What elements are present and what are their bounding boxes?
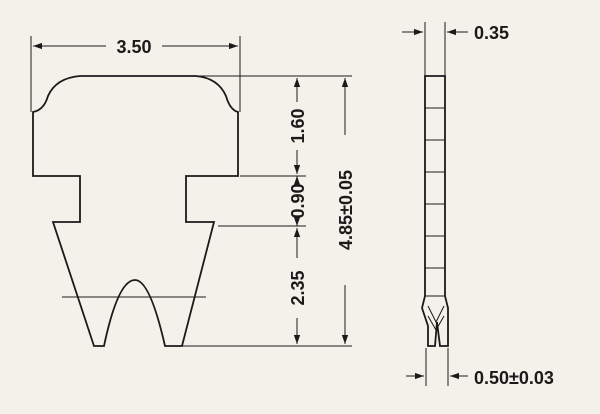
dim-legs-height-label: 2.35 bbox=[288, 270, 308, 305]
side-view bbox=[421, 75, 449, 347]
front-view-outline bbox=[32, 75, 239, 347]
dimension-head-height: 1.60 bbox=[288, 78, 308, 174]
dim-top-width-label: 3.50 bbox=[116, 37, 151, 57]
dimension-total-height: 4.85±0.05 bbox=[336, 78, 356, 344]
dimension-thickness: 0.35 bbox=[402, 22, 509, 76]
dim-total-height-label: 4.85±0.05 bbox=[336, 170, 356, 250]
dim-thickness-label: 0.35 bbox=[474, 23, 509, 43]
dim-head-height-label: 1.60 bbox=[288, 108, 308, 143]
dimension-top-width: 3.50 bbox=[30, 36, 241, 112]
dimension-tip-width: 0.50±0.03 bbox=[406, 348, 554, 388]
dim-tip-width-label: 0.50±0.03 bbox=[474, 368, 554, 388]
dim-neck-height-label: 0.90 bbox=[288, 183, 308, 218]
dimension-neck-height: 0.90 bbox=[288, 176, 308, 226]
dimension-legs-height: 2.35 bbox=[288, 228, 308, 344]
